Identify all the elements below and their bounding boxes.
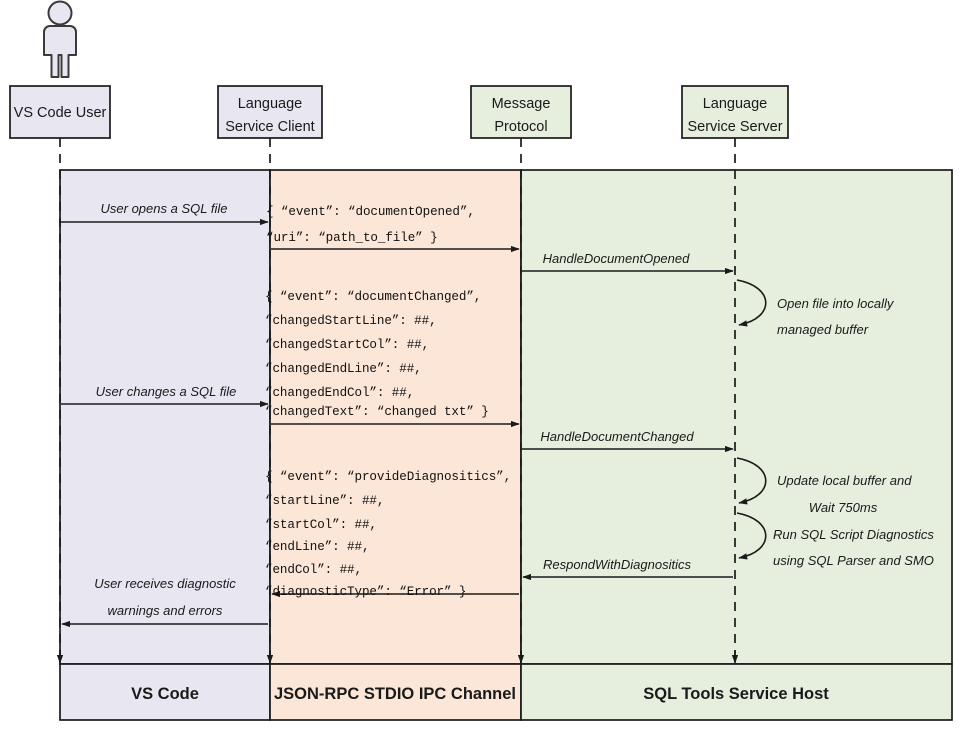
band-service-region [520, 169, 953, 665]
self-open-file-buffer-arc[interactable] [736, 279, 767, 327]
footer-label-ipc: JSON-RPC STDIO IPC Channel [274, 685, 516, 703]
self-run-diagnostics-label-line1: Run SQL Script Diagnostics [773, 527, 934, 542]
lifeline-label-vs-code-user: VS Code User [14, 105, 107, 121]
payload-document-changed-line-3: “changedEndLine”: ##, [265, 362, 422, 376]
self-update-buffer-wait-label-line1: Update local buffer and [777, 473, 912, 488]
payload-document-changed: { “event”: “documentChanged”, “changedSt… [265, 290, 489, 419]
lifeline-label-language-service-client-line1: Language [238, 96, 303, 112]
lifeline-label-message-protocol-line2: Protocol [494, 119, 547, 135]
lifeline-headers: VS Code User Language Service Client Mes… [9, 85, 789, 139]
payload-document-changed-line-4: “changedEndCol”: ##, [265, 386, 414, 400]
self-run-diagnostics-arc[interactable] [736, 512, 767, 560]
msg-user-receives-diagnostics-label-line2: warnings and errors [108, 603, 223, 618]
payload-provide-diagnositics-line-3: “endLine”: ##, [265, 540, 369, 554]
lifeline-label-message-protocol-line1: Message [492, 96, 551, 112]
lifeline-label-language-service-server-line2: Service Server [687, 119, 782, 135]
payload-provide-diagnositics: { “event”: “provideDiagnositics”, “start… [265, 470, 511, 599]
msg-respond-with-diagnositics-label: RespondWithDiagnositics [543, 557, 692, 572]
lifeline-label-language-service-server-line1: Language [703, 96, 768, 112]
self-update-buffer-wait-arc[interactable] [736, 457, 767, 505]
lifeline-box-vs-code-user[interactable] [9, 85, 111, 139]
payload-document-changed-line-1: “changedStartLine”: ##, [265, 314, 437, 328]
msg-user-changes-file-label: User changes a SQL file [96, 384, 237, 399]
msg-user-receives-diagnostics-label-line1: User receives diagnostic [94, 576, 236, 591]
footer-band-service[interactable] [520, 663, 953, 721]
payload-document-opened-line-0: { “event”: “documentOpened”, [266, 205, 475, 219]
footer-bands: VS Code JSON-RPC STDIO IPC Channel SQL T… [59, 663, 953, 721]
self-open-file-buffer-label-line2: managed buffer [777, 322, 869, 337]
band-ipc-region [269, 169, 522, 665]
msg-user-opens-file-label: User opens a SQL file [101, 201, 228, 216]
payload-provide-diagnositics-line-4: “endCol”: ##, [265, 563, 362, 577]
footer-label-service: SQL Tools Service Host [643, 685, 829, 703]
lifeline-label-language-service-client-line2: Service Client [225, 119, 314, 135]
footer-label-vscode: VS Code [131, 685, 199, 703]
self-open-file-buffer-label-line1: Open file into locally [777, 296, 895, 311]
band-regions [59, 169, 953, 665]
self-run-diagnostics-label-line2: using SQL Parser and SMO [773, 553, 934, 568]
footer-band-vscode[interactable] [59, 663, 271, 721]
payload-document-changed-line-5: “changedText”: “changed txt” } [265, 405, 489, 419]
payload-document-changed-line-2: “changedStartCol”: ##, [265, 338, 429, 352]
lifelines [56, 138, 739, 664]
message-arrows: User opens a SQL file HandleDocumentOpen… [61, 201, 734, 628]
payload-provide-diagnositics-line-0: { “event”: “provideDiagnositics”, [265, 470, 511, 484]
msg-handle-document-changed-label: HandleDocumentChanged [540, 429, 694, 444]
person-icon-body [43, 25, 77, 78]
person-icon-head [47, 0, 73, 26]
vs-code-user-actor [43, 0, 77, 78]
msg-handle-document-opened-label: HandleDocumentOpened [543, 251, 690, 266]
self-update-buffer-wait-label-line2: Wait 750ms [809, 500, 878, 515]
lifeline-box-message-protocol[interactable] [470, 85, 572, 139]
payload-document-opened-line-1: “uri”: “path_to_file” } [266, 231, 438, 245]
payload-provide-diagnositics-line-1: “startLine”: ##, [265, 494, 384, 508]
payload-document-changed-line-0: { “event”: “documentChanged”, [265, 290, 481, 304]
payload-provide-diagnositics-line-2: “startCol”: ##, [265, 518, 377, 532]
payload-provide-diagnositics-line-5: “diagnosticType”: “Error” } [265, 585, 466, 599]
payload-document-opened: { “event”: “documentOpened”, “uri”: “pat… [266, 205, 475, 245]
self-call-arcs: Open file into locally managed buffer Up… [736, 279, 934, 568]
band-vscode-region [59, 169, 271, 665]
